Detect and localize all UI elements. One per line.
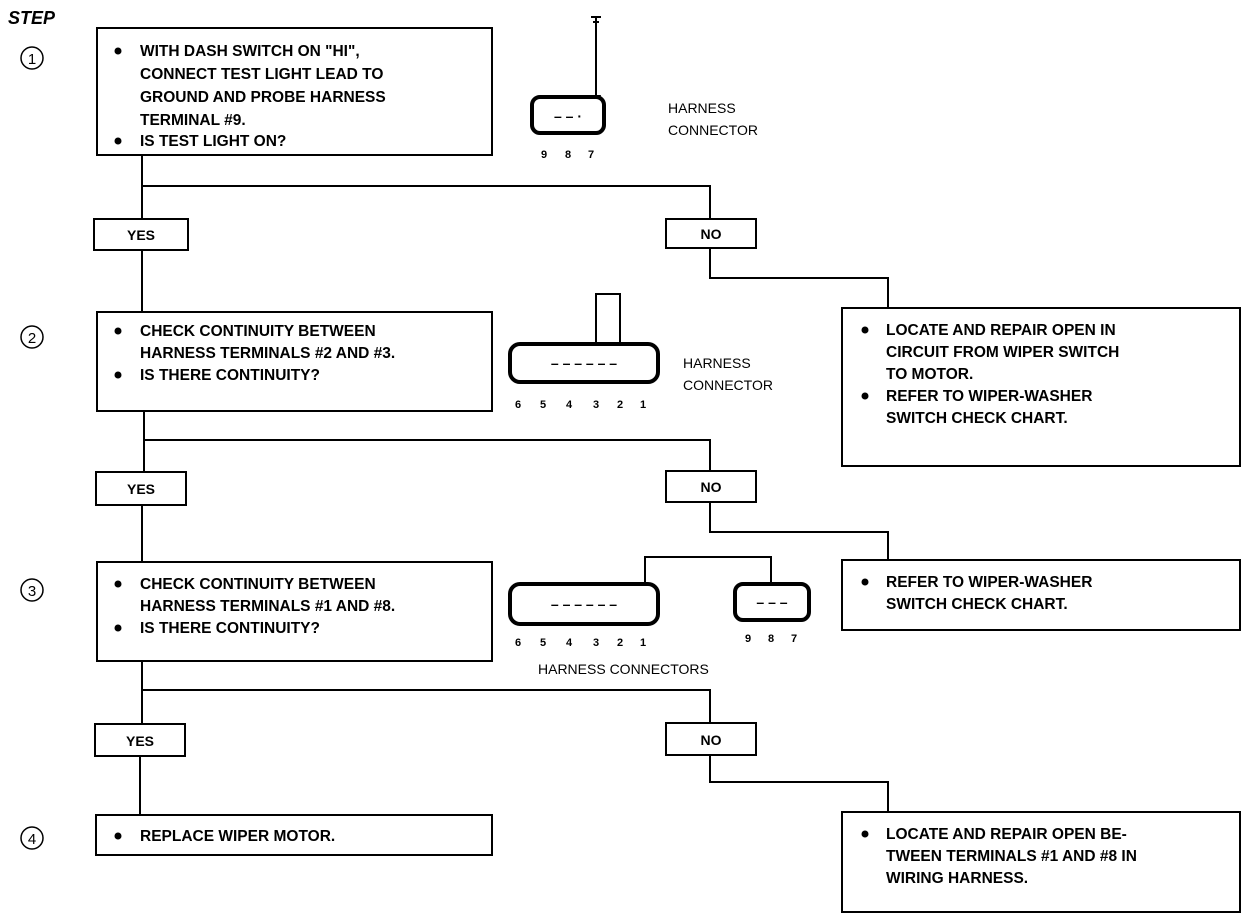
- connector-label-1a: HARNESS: [668, 100, 736, 116]
- result-1-line-5: SWITCH CHECK CHART.: [886, 410, 1068, 427]
- result-3-line-3: WIRING HARNESS.: [886, 870, 1028, 887]
- step-4-marker: 4: [20, 826, 44, 850]
- result-box-3: LOCATE AND REPAIR OPEN BE- TWEEN TERMINA…: [841, 811, 1241, 913]
- step-3-line-2: HARNESS TERMINALS #1 AND #8.: [140, 598, 395, 615]
- step-2-box: CHECK CONTINUITY BETWEEN HARNESS TERMINA…: [96, 311, 493, 412]
- flow-lines: [139, 155, 889, 815]
- bullet-icon: [861, 392, 869, 400]
- no-box-1: NO: [665, 218, 757, 249]
- result-2-line-2: SWITCH CHECK CHART.: [886, 596, 1068, 613]
- step-4-box: REPLACE WIPER MOTOR.: [95, 814, 493, 856]
- bullet-icon: [861, 578, 869, 586]
- pin-5: 5: [540, 399, 546, 411]
- bullet-icon: [861, 830, 869, 838]
- step-1-line-4: TERMINAL #9.: [140, 112, 246, 129]
- pin-6: 6: [515, 399, 521, 411]
- pin-1: 1: [640, 399, 646, 411]
- svg-text:– – –: – – –: [756, 594, 787, 610]
- step-header: STEP: [8, 8, 56, 28]
- bullet-icon: [114, 832, 122, 840]
- connector-label-2a: HARNESS: [683, 355, 751, 371]
- step-2-line-1: CHECK CONTINUITY BETWEEN: [140, 323, 376, 340]
- bullet-icon: [114, 327, 122, 335]
- step-1-line-5: IS TEST LIGHT ON?: [140, 133, 286, 150]
- step-3-box: CHECK CONTINUITY BETWEEN HARNESS TERMINA…: [96, 561, 493, 662]
- step-4-number: 4: [28, 831, 36, 848]
- step-1-box: WITH DASH SWITCH ON "HI", CONNECT TEST L…: [96, 27, 493, 156]
- pin-3: 3: [593, 399, 599, 411]
- pin-9: 9: [541, 149, 547, 161]
- pin-8: 8: [768, 633, 774, 645]
- step-3-connectors: – – – – – – – – – 6 5 4 3 2 1 9 8 7 HARN…: [508, 556, 811, 677]
- bullet-icon: [114, 624, 122, 632]
- no-box-3: NO: [665, 722, 757, 756]
- no-label-2: NO: [701, 479, 722, 495]
- step-2-marker: 2: [20, 325, 44, 349]
- step-3-number: 3: [28, 583, 36, 600]
- pin-9: 9: [745, 633, 751, 645]
- pin-8: 8: [565, 149, 571, 161]
- result-box-1: LOCATE AND REPAIR OPEN IN CIRCUIT FROM W…: [841, 307, 1241, 467]
- step-1-marker: 1: [20, 46, 44, 70]
- step-4-line-1: REPLACE WIPER MOTOR.: [140, 828, 335, 845]
- step-2-line-2: HARNESS TERMINALS #2 AND #3.: [140, 345, 395, 362]
- bullet-icon: [114, 580, 122, 588]
- pin-4: 4: [566, 637, 573, 649]
- svg-text:– – ·: – – ·: [554, 108, 582, 124]
- connector-label-1b: CONNECTOR: [668, 122, 758, 138]
- bullet-icon: [114, 47, 122, 55]
- no-box-2: NO: [665, 470, 757, 503]
- pin-7: 7: [791, 633, 797, 645]
- connector-label-3: HARNESS CONNECTORS: [538, 661, 709, 677]
- yes-box-3: YES: [94, 723, 186, 757]
- result-box-2: REFER TO WIPER-WASHER SWITCH CHECK CHART…: [841, 559, 1241, 631]
- pin-2: 2: [617, 399, 623, 411]
- result-1-line-3: TO MOTOR.: [886, 366, 973, 383]
- result-1-line-4: REFER TO WIPER-WASHER: [886, 388, 1092, 405]
- step-1-line-3: GROUND AND PROBE HARNESS: [140, 89, 386, 106]
- step-3-line-1: CHECK CONTINUITY BETWEEN: [140, 576, 376, 593]
- step-3-marker: 3: [20, 578, 44, 602]
- pin-5: 5: [540, 637, 546, 649]
- step-3-line-3: IS THERE CONTINUITY?: [140, 620, 320, 637]
- pin-7: 7: [588, 149, 594, 161]
- result-2-line-1: REFER TO WIPER-WASHER: [886, 574, 1092, 591]
- step-1-connector: – – · 9 8 7 HARNESS CONNECTOR: [530, 16, 758, 161]
- pin-2: 2: [617, 637, 623, 649]
- step-2-line-3: IS THERE CONTINUITY?: [140, 367, 320, 384]
- bullet-icon: [114, 137, 122, 145]
- no-label-1: NO: [701, 226, 722, 242]
- step-2-connector: – – – – – – 6 5 4 3 2 1 HARNESS CONNECTO…: [508, 293, 773, 411]
- step-2-number: 2: [28, 330, 36, 347]
- pin-1: 1: [640, 637, 646, 649]
- yes-label-1: YES: [127, 227, 155, 243]
- pin-6: 6: [515, 637, 521, 649]
- bullet-icon: [861, 326, 869, 334]
- result-3-line-1: LOCATE AND REPAIR OPEN BE-: [886, 826, 1127, 843]
- svg-text:– – – – – –: – – – – – –: [551, 355, 617, 371]
- step-1-number: 1: [28, 51, 36, 68]
- yes-label-2: YES: [127, 481, 155, 497]
- result-1-line-2: CIRCUIT FROM WIPER SWITCH: [886, 344, 1119, 361]
- yes-label-3: YES: [126, 733, 154, 749]
- pin-3: 3: [593, 637, 599, 649]
- step-1-line-1: WITH DASH SWITCH ON "HI",: [140, 43, 360, 60]
- result-1-line-1: LOCATE AND REPAIR OPEN IN: [886, 322, 1116, 339]
- yes-box-1: YES: [93, 218, 189, 251]
- pin-4: 4: [566, 399, 573, 411]
- bullet-icon: [114, 371, 122, 379]
- connector-label-2b: CONNECTOR: [683, 377, 773, 393]
- svg-text:– – – – – –: – – – – – –: [551, 596, 617, 612]
- step-1-line-2: CONNECT TEST LIGHT LEAD TO: [140, 66, 383, 83]
- result-3-line-2: TWEEN TERMINALS #1 AND #8 IN: [886, 848, 1137, 865]
- no-label-3: NO: [701, 732, 722, 748]
- yes-box-2: YES: [95, 471, 187, 506]
